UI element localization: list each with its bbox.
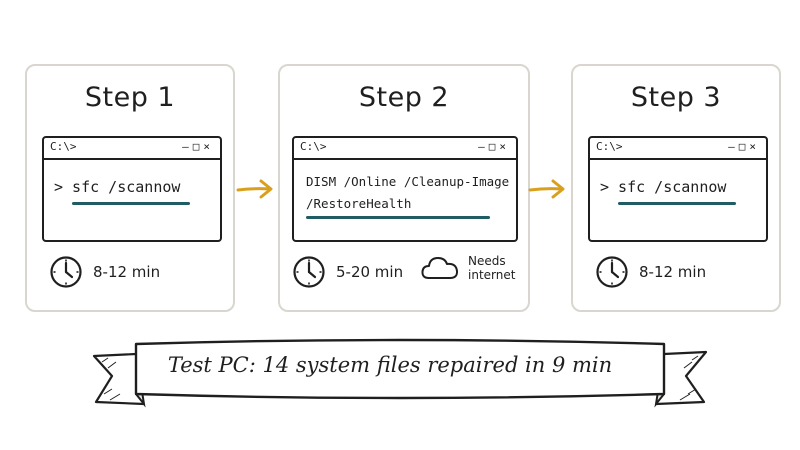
- step-1-title: Step 1: [84, 82, 176, 113]
- command-underline: [72, 202, 190, 205]
- command-underline: [618, 202, 736, 205]
- step-2-title: Step 2: [358, 82, 450, 113]
- terminal-prompt-label: C:\>: [50, 140, 77, 153]
- window-controls: –□×: [478, 140, 510, 153]
- terminal-title-bar: C:\> –□×: [590, 138, 766, 160]
- ribbon-banner: [92, 338, 708, 408]
- step-2-card: Step 2 C:\> –□× DISM /Online /Cleanup-Im…: [278, 64, 530, 312]
- step-2-duration: 5-20 min: [292, 254, 403, 290]
- terminal-title-bar: C:\> –□×: [44, 138, 220, 160]
- terminal-prompt-label: C:\>: [596, 140, 623, 153]
- banner-result-text: Test PC: 14 system files repaired in 9 m…: [167, 353, 613, 377]
- note-line-1: Needs: [468, 254, 506, 268]
- step-2-command-line-2: /RestoreHealth: [306, 196, 412, 211]
- step-1-terminal-window: C:\> –□× > sfc /scannow: [42, 136, 222, 242]
- terminal-prompt-label: C:\>: [300, 140, 327, 153]
- window-controls: –□×: [182, 140, 214, 153]
- step-2-terminal-window: C:\> –□× DISM /Online /Cleanup-Image /Re…: [292, 136, 518, 242]
- clock-icon: [293, 256, 325, 288]
- step-3-card: Step 3 C:\> –□× > sfc /scannow 8-12 min: [571, 64, 781, 312]
- step-2-command-line-1: DISM /Online /Cleanup-Image: [306, 174, 510, 189]
- command-underline: [306, 216, 490, 219]
- window-controls: –□×: [728, 140, 760, 153]
- step-3-command: > sfc /scannow: [600, 178, 727, 196]
- step-1-time: 8-12 min: [93, 263, 161, 281]
- step-1-card: Step 1 C:\> –□× > sfc /scannow 8-12 min: [25, 64, 235, 312]
- arrow-right-icon: [236, 179, 273, 199]
- step-2-time: 5-20 min: [336, 263, 404, 281]
- step-3-duration: 8-12 min: [595, 254, 706, 290]
- step-1-duration: 8-12 min: [49, 254, 160, 290]
- step-3-title: Step 3: [630, 82, 722, 113]
- clock-icon: [596, 256, 628, 288]
- step-3-terminal-window: C:\> –□× > sfc /scannow: [588, 136, 768, 242]
- note-line-2: internet: [468, 268, 516, 282]
- step-3-time: 8-12 min: [639, 263, 707, 281]
- internet-requirement: Needs internet: [420, 254, 515, 282]
- step-1-command: > sfc /scannow: [54, 178, 181, 196]
- arrow-right-icon: [528, 179, 565, 199]
- terminal-title-bar: C:\> –□×: [294, 138, 516, 160]
- clock-icon: [50, 256, 82, 288]
- cloud-icon: [421, 257, 459, 279]
